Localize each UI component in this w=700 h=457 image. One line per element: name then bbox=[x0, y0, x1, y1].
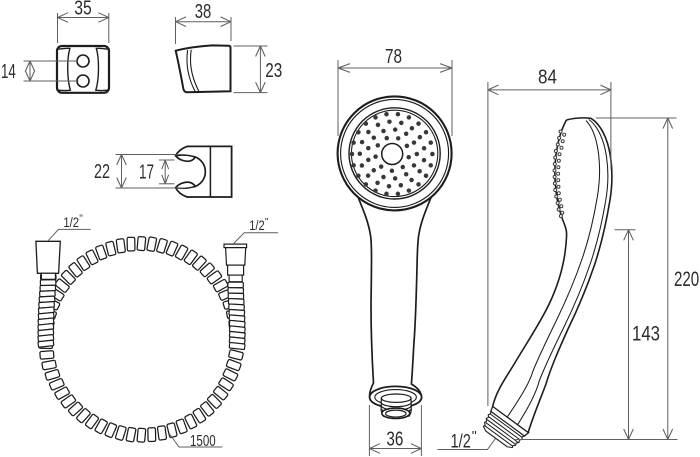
svg-text:": " bbox=[265, 217, 269, 228]
svg-text:143: 143 bbox=[632, 322, 660, 345]
svg-text:": " bbox=[79, 214, 83, 225]
svg-text:220: 220 bbox=[674, 268, 699, 291]
svg-text:22: 22 bbox=[94, 161, 110, 183]
svg-text:1/2: 1/2 bbox=[249, 218, 265, 233]
svg-text:": " bbox=[472, 427, 477, 443]
svg-text:17: 17 bbox=[139, 161, 154, 183]
svg-text:23: 23 bbox=[265, 60, 282, 82]
svg-text:1500: 1500 bbox=[190, 433, 216, 450]
svg-text:14: 14 bbox=[1, 61, 16, 83]
svg-text:38: 38 bbox=[195, 1, 212, 23]
svg-text:78: 78 bbox=[385, 46, 402, 68]
svg-text:35: 35 bbox=[74, 0, 92, 20]
svg-text:1/2: 1/2 bbox=[451, 431, 471, 453]
svg-text:84: 84 bbox=[538, 67, 557, 89]
svg-text:1/2: 1/2 bbox=[63, 215, 79, 230]
svg-text:36: 36 bbox=[386, 428, 403, 450]
